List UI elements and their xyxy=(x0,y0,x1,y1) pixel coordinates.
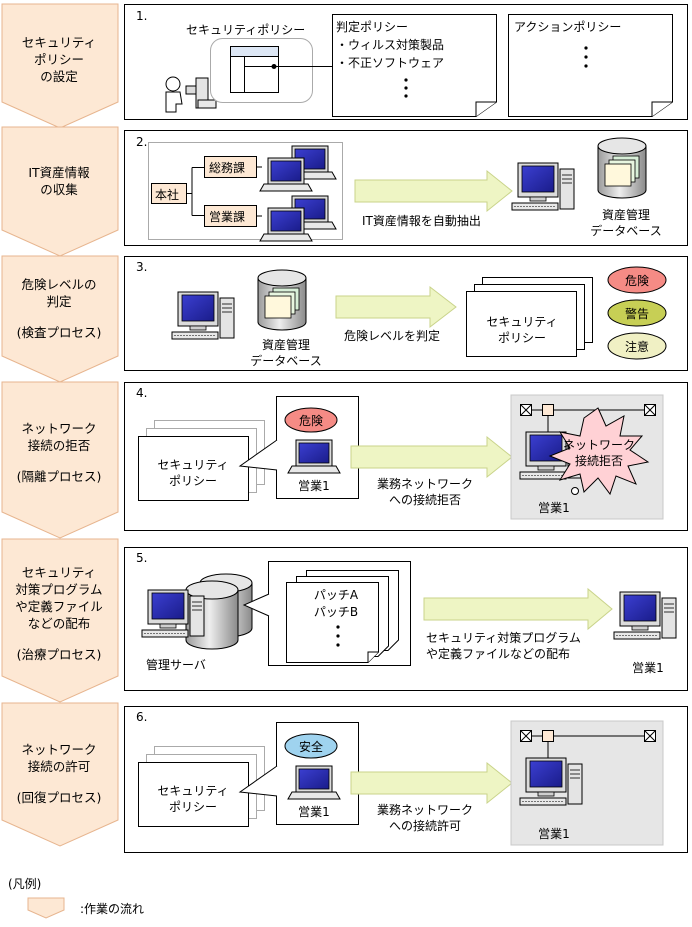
sales-pc-label: 営業1 xyxy=(298,805,330,819)
step-2-title: IT資産情報の収集 xyxy=(28,165,90,197)
panel-5-number: 5. xyxy=(136,551,148,565)
patch-a-label: パッチA xyxy=(313,588,359,602)
judgment-policy-label: 判定ポリシー xyxy=(336,20,409,34)
security-policy-label: セキュリティポリシー xyxy=(186,23,306,37)
step-6-title: ネットワーク接続の許可 (回復プロセス) xyxy=(16,742,102,805)
panel-4-number: 4. xyxy=(136,386,148,400)
asset-db-label-2: データベース xyxy=(590,224,662,238)
level-warning: 警告 xyxy=(624,307,649,321)
safe-badge: 安全 xyxy=(298,740,323,754)
panel-1-graphics xyxy=(165,14,673,117)
level-caution: 注意 xyxy=(624,340,649,354)
patch-b-label: パッチB xyxy=(313,605,359,619)
target-pc-label: 営業1 xyxy=(538,501,570,515)
asset-extract-label: IT資産情報を自動抽出 xyxy=(362,214,481,228)
allow-arrow-label-2: への接続許可 xyxy=(388,819,461,833)
panel-2-graphics xyxy=(148,137,647,242)
asset-db-label-1: 資産管理 xyxy=(261,338,310,352)
target-pc-label: 営業1 xyxy=(538,827,570,841)
policy-label-1: セキュリティ xyxy=(157,458,229,472)
panel-3-graphics xyxy=(171,266,667,360)
burst-label-1: ネットワーク xyxy=(562,438,635,452)
judge-level-label: 危険レベルを判定 xyxy=(344,329,441,343)
action-policy-label: アクションポリシー xyxy=(514,20,622,34)
flow-arrows xyxy=(1,3,119,847)
policy-label-1: セキュリティ xyxy=(486,315,558,329)
level-danger: 危険 xyxy=(624,274,649,288)
step-5-title: セキュリティ対策プログラムや定義ファイルなどの配布 (治療プロセス) xyxy=(15,565,103,662)
step-1-title: セキュリティポリシーの設定 xyxy=(21,35,97,84)
allow-arrow-label-1: 業務ネットワーク xyxy=(376,803,473,817)
panel-6-graphics xyxy=(138,720,664,846)
policy-label-1: セキュリティ xyxy=(157,784,229,798)
judgment-item-malware: ・不正ソフトウェア xyxy=(336,56,445,70)
panel-3-number: 3. xyxy=(136,260,148,274)
panel-5-graphics xyxy=(141,561,677,666)
step-3-title: 危険レベルの判定 (検査プロセス) xyxy=(16,277,102,340)
legend-arrow-icon xyxy=(27,897,65,919)
panel-1-number: 1. xyxy=(136,9,148,23)
panel-6-number: 6. xyxy=(136,710,148,724)
panel-2-number: 2. xyxy=(136,135,148,149)
distribute-label-2: や定義ファイルなどの配布 xyxy=(426,647,571,661)
judgment-item-antivirus: ・ウィルス対策製品 xyxy=(336,38,445,52)
honsha-label: 本社 xyxy=(155,188,180,202)
mgmt-server-label: 管理サーバ xyxy=(146,658,206,672)
distribute-label-1: セキュリティ対策プログラム xyxy=(426,631,581,645)
danger-badge: 危険 xyxy=(298,414,323,428)
policy-label-2: ポリシー xyxy=(168,474,217,488)
asset-db-label-1: 資産管理 xyxy=(601,208,650,222)
policy-label-2: ポリシー xyxy=(497,331,546,345)
deny-arrow-label-1: 業務ネットワーク xyxy=(376,477,473,491)
step-4-title: ネットワーク接続の拒否 (隔離プロセス) xyxy=(16,421,102,484)
legend-item: :作業の流れ xyxy=(80,902,145,916)
panel-4-graphics xyxy=(138,394,664,520)
legend-title: (凡例) xyxy=(8,877,42,891)
deny-arrow-label-2: への接続拒否 xyxy=(388,493,461,507)
policy-label-2: ポリシー xyxy=(168,800,217,814)
target-pc-label: 営業1 xyxy=(632,661,664,675)
asset-db-label-2: データベース xyxy=(250,354,322,368)
burst-label-2: 接続拒否 xyxy=(574,454,623,468)
sales-pc-label: 営業1 xyxy=(298,479,330,493)
soumuka-label: 総務課 xyxy=(209,161,246,175)
eigyouka-label: 営業課 xyxy=(209,210,246,224)
